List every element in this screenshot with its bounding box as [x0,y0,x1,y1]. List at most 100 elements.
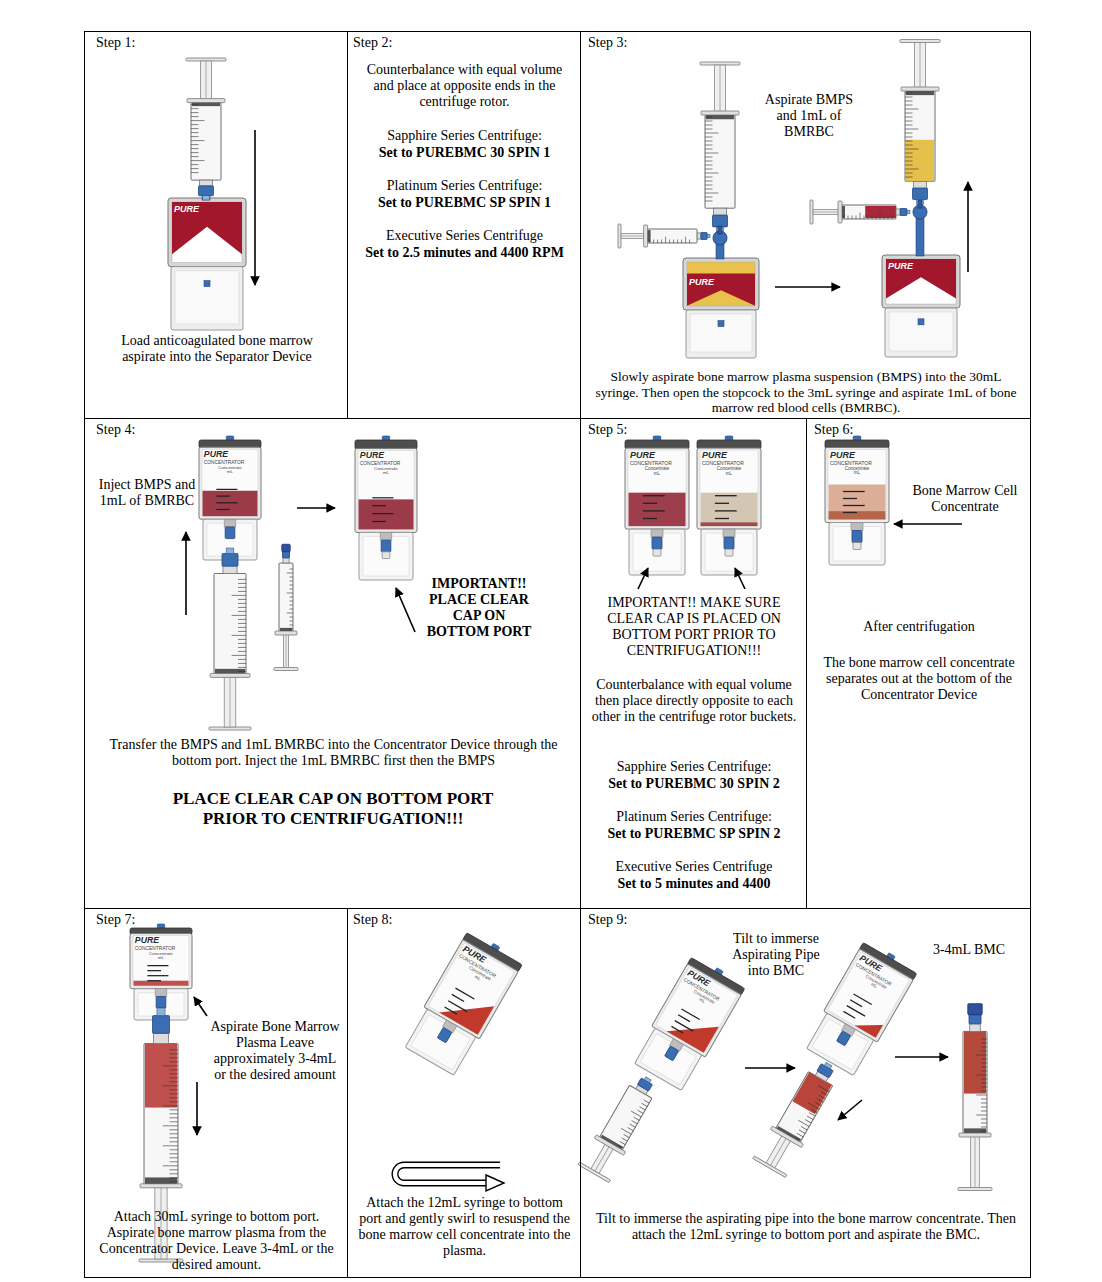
scale-tick [170,1101,179,1102]
scale-tick [705,177,713,178]
stopper [601,1135,623,1150]
device-label: Concentrate mL [372,467,399,476]
plunger-fin [286,633,287,668]
device-label-group: PURECONCENTRATORConcentrate mL [697,440,761,575]
scale-tick [191,172,199,173]
step-heading: Step 1: [96,35,186,51]
concentrator-device [825,436,889,565]
scale-tick [238,591,246,592]
scale-mark [372,497,393,498]
separator-chevron [886,259,956,298]
scale-mark [147,970,161,971]
scale-tick [661,240,662,244]
scale-tick [632,1121,638,1124]
scale-tick [888,216,889,220]
device-label: CONCENTRATOR [204,460,256,465]
syringe [900,40,940,205]
step-text: Set to PUREBMC 30 SPIN 1 [356,145,573,161]
scale-tick [981,1119,987,1120]
scale-tick [797,1133,803,1137]
scale-tick [191,140,205,141]
scale-tick [170,1129,179,1130]
scale-tick [191,128,199,129]
bottom-port [652,537,662,549]
luer-lock [913,188,928,200]
scale-mark [372,513,393,514]
stopcock-handle [918,200,922,208]
scale-tick [170,1069,179,1070]
scale-tick [170,1077,179,1078]
device-label: PURE [702,451,742,460]
scale-tick [621,1128,631,1134]
concentrator-base [405,1009,476,1075]
scale-tick [170,1053,179,1054]
plunger-fin [621,236,646,237]
scale-tick [818,1086,829,1092]
scale-mark [843,1011,855,1018]
scale-tick [705,121,713,122]
device-label: PURE [888,262,928,271]
device-label-group: PURE [168,198,246,330]
device-label: Concentrate mL [216,466,243,475]
scale-tick [170,1089,179,1090]
scale-mark [715,495,737,496]
pooled-fluid [666,1005,718,1053]
base-window [833,527,881,562]
scale-tick [290,589,294,590]
scale-mark [643,503,657,504]
scale-tick [170,1121,179,1122]
scale-tick [290,621,294,622]
barrel [214,573,246,675]
pointer-arrow [895,1056,948,1058]
step-text: Slowly aspirate bone marrow plasma suspe… [588,369,1024,416]
pooled-fluid [439,984,494,1035]
scale-tick [238,651,246,652]
clear-cap [382,552,390,559]
scale-tick [809,1113,815,1117]
scale-tick [669,240,670,244]
pointer-arrow [638,568,648,589]
scale-tick [191,132,199,133]
pointer-arrow [297,507,335,509]
scale-tick [232,595,246,596]
scale-tick [191,136,199,137]
step-heading: Step 2: [353,35,443,51]
scale-tick [238,599,246,600]
plunger-fin [720,65,721,113]
concentrator-body [625,448,689,529]
device-label: CONCENTRATOR [135,946,187,951]
scale-tick [981,1051,987,1052]
fluid-layer [701,493,758,523]
scale-tick [981,1039,987,1040]
finger-grip [210,673,250,677]
device-label-group: PURE [882,255,960,357]
scale-tick [705,161,713,162]
scale-tick [238,623,246,624]
scale-tick [191,164,199,165]
pointer-arrow [185,532,187,615]
concentrator-device [697,436,761,575]
scale-tick [705,153,719,154]
scale-mark [671,1026,683,1033]
plunger-rod [915,43,926,93]
barrel [705,113,735,208]
scale-tick [876,216,877,220]
scale-mark [448,1001,467,1012]
bottom-port [156,996,166,1008]
scale-tick [852,216,853,220]
step-text: Executive Series Centrifuge [356,228,573,244]
scale-tick [905,165,913,166]
scale-tick [638,1110,644,1113]
syringe [810,200,910,224]
scale-tick [817,1099,823,1103]
swirl-arrow-fill [395,1165,500,1183]
step-cell: Step 2:Counterbalance with equal volume … [347,31,581,419]
plunger-fin [975,1135,976,1188]
device-label-group: PURECONCENTRATORConcentrate mL [625,440,689,575]
concentrator-body [697,448,761,529]
concentrator-device [402,929,524,1077]
scale-tick [705,193,719,194]
step-text: Counterbalance with equal volume then pl… [587,677,801,725]
luer-lock [713,215,728,227]
